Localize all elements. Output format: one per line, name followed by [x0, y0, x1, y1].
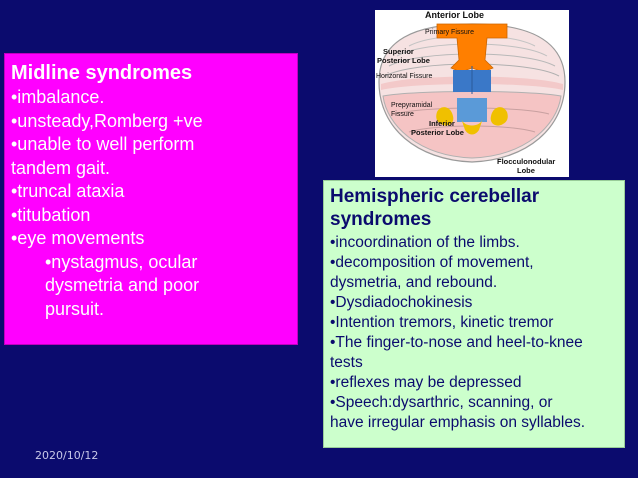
superior-posterior-label-1: Superior	[383, 47, 414, 56]
flocculonodular-label-2: Lobe	[517, 166, 535, 175]
prepyramidal-fissure-label-2: Fissure	[391, 111, 414, 118]
hemispheric-item: have irregular emphasis on syllables.	[330, 414, 586, 431]
anterior-lobe-label: Anterior Lobe	[425, 10, 484, 20]
midline-item: •titubation	[11, 204, 91, 225]
midline-subitem: •nystagmus, ocular	[45, 251, 198, 272]
horizontal-fissure-label: Horizontal Fissure	[376, 73, 433, 80]
slide-date: 2020/10/12	[35, 449, 99, 462]
hemispheric-item: tests	[330, 354, 363, 371]
primary-fissure-label: Primary Fissure	[425, 29, 474, 36]
hemispheric-item: dysmetria, and rebound.	[330, 274, 498, 291]
superior-posterior-label-2: Posterior Lobe	[377, 56, 430, 65]
midline-item: •unsteady,Romberg +ve	[11, 110, 203, 131]
cerebellum-diagram: Anterior Lobe Primary Fissure Superior P…	[375, 10, 569, 177]
midline-item: •truncal ataxia	[11, 181, 125, 201]
midline-title: Midline syndromes	[11, 62, 193, 84]
flocculonodular-label-1: Flocculonodular	[497, 157, 555, 166]
midline-subitem: pursuit.	[45, 298, 105, 319]
hemispheric-item: •Intention tremors, kinetic tremor	[330, 314, 554, 331]
hemispheric-syndromes-box: Hemispheric cerebellar syndromes •incoor…	[323, 180, 625, 448]
midline-item: •imbalance.	[11, 87, 105, 107]
hemispheric-item: •The finger-to-nose and heel-to-knee	[330, 334, 583, 351]
hemispheric-item: •incoordination of the limbs.	[330, 234, 520, 251]
prepyramidal-fissure-label-1: Prepyramidal	[391, 102, 433, 109]
midline-syndromes-box: Midline syndromes •imbalance. •unsteady,…	[4, 53, 298, 345]
hemispheric-item: •decomposition of movement,	[330, 254, 534, 271]
hemispheric-title-1: Hemispheric cerebellar	[330, 186, 540, 207]
hemispheric-item: •Speech:dysarthric, scanning, or	[330, 394, 553, 411]
hemispheric-item: •Dysdiadochokinesis	[330, 294, 473, 311]
hemispheric-title-2: syndromes	[330, 209, 432, 230]
midline-item: •eye movements	[11, 228, 145, 248]
midline-item: tandem gait.	[11, 157, 111, 178]
hemispheric-item: •reflexes may be depressed	[330, 374, 522, 391]
inferior-posterior-label-1: Inferior	[429, 119, 455, 128]
inferior-posterior-label-2: Posterior Lobe	[411, 128, 464, 137]
midline-subitem: dysmetria and poor	[45, 275, 200, 295]
midline-item: •unable to well perform	[11, 134, 195, 154]
